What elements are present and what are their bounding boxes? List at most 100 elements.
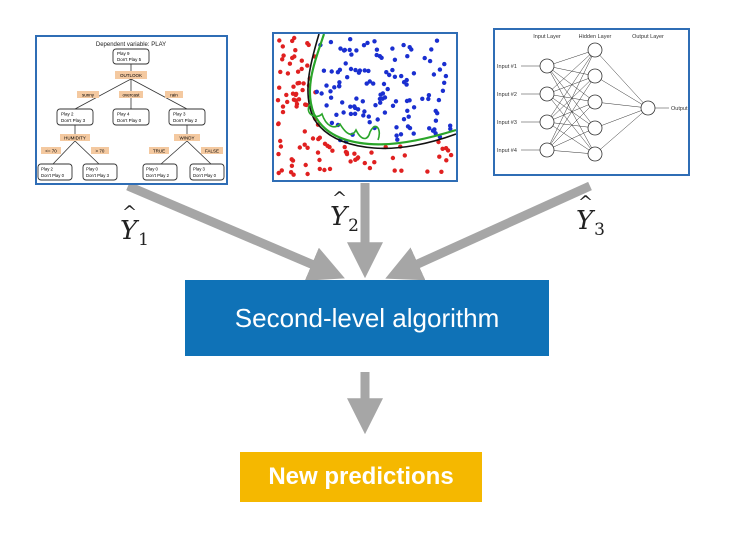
blue-point [352, 111, 358, 117]
nn-edge [546, 101, 596, 123]
nn-edge [546, 75, 596, 95]
scatter-points [275, 35, 454, 177]
blue-point [319, 91, 324, 96]
y1-base: Y [120, 216, 138, 246]
nn-input-node-3 [539, 114, 555, 130]
blue-point [404, 98, 410, 104]
nn-edge [546, 65, 596, 155]
red-point [303, 162, 308, 168]
blue-point [390, 103, 396, 109]
nn-input-node-2 [539, 86, 555, 102]
blue-point [398, 132, 404, 137]
red-point [305, 171, 310, 177]
red-point [372, 160, 377, 165]
red-point [367, 165, 373, 171]
blue-point [390, 46, 395, 51]
red-point [276, 170, 281, 176]
blue-point [367, 120, 372, 125]
blue-point [341, 110, 346, 115]
red-point [276, 151, 281, 157]
nn-output-label: Output [671, 106, 688, 112]
blue-point [442, 61, 447, 67]
blue-point [385, 86, 390, 92]
nn-input-3-label: Input #3 [497, 120, 517, 126]
blue-point [380, 91, 386, 96]
blue-point [372, 39, 377, 44]
red-point [281, 53, 286, 58]
nn-edge [546, 121, 596, 129]
nn-edge [546, 75, 596, 123]
tree-root-line2: Don't Play 5 [117, 57, 142, 62]
blue-point [338, 46, 343, 51]
red-point [300, 87, 305, 93]
blue-point [379, 55, 384, 60]
red-point [317, 166, 322, 172]
nn-hidden-node-1 [587, 42, 603, 58]
blue-point [324, 83, 329, 88]
blue-point [384, 70, 389, 75]
nn-edge [546, 121, 596, 155]
tree-branch-gt70 [91, 147, 109, 154]
red-point [277, 38, 282, 43]
tree-split-humidity [60, 134, 90, 141]
red-point [310, 136, 316, 141]
blue-point [387, 72, 392, 78]
blue-point [348, 37, 353, 42]
blue-point [409, 47, 414, 52]
blue-point [411, 71, 417, 76]
nn-nodes [539, 42, 656, 162]
red-point [291, 97, 297, 102]
red-point [289, 163, 295, 168]
blue-point [348, 66, 354, 72]
red-point [344, 151, 350, 157]
red-point [392, 168, 397, 173]
nn-input-4-label: Input #4 [497, 148, 517, 154]
blue-point [427, 126, 432, 131]
blue-point [343, 61, 348, 66]
blue-point [433, 131, 438, 136]
blue-point [348, 104, 353, 109]
red-point [305, 41, 310, 46]
hat-3: ^ [578, 192, 594, 213]
tree-branch-true [149, 147, 169, 154]
arrow-y1 [126, 181, 345, 281]
red-point [291, 84, 296, 89]
red-point [292, 35, 297, 41]
tree-root-node [112, 48, 150, 65]
blue-point [352, 104, 357, 109]
blue-point [361, 43, 367, 48]
blue-point [329, 120, 335, 126]
blue-point [329, 69, 334, 74]
nn-hidden-node-2 [587, 68, 603, 84]
red-point [402, 153, 407, 158]
tree-branch-sunny [77, 91, 99, 98]
red-point [295, 81, 300, 86]
tree-leaf-4-l1: Play 3 [193, 167, 206, 172]
nn-edge [546, 127, 596, 151]
red-point [278, 144, 284, 149]
red-point [278, 69, 283, 75]
tree-leaf-2-l2: Don't Play 3 [86, 173, 110, 178]
blue-point [431, 72, 437, 77]
red-point [284, 92, 289, 98]
red-point [288, 170, 294, 175]
nn-output-layer-label: Output Layer [632, 34, 664, 40]
red-point [294, 104, 299, 109]
red-point [279, 168, 284, 173]
blue-point [382, 110, 388, 115]
red-point [302, 129, 307, 134]
blue-point [434, 38, 440, 43]
nn-edge [546, 93, 596, 103]
tree-node-sunny-l1: Play 2 [61, 112, 74, 117]
blue-point [426, 96, 431, 102]
blue-point [340, 100, 345, 105]
red-point [399, 168, 404, 173]
tree-branch-sunny-label: sunny [82, 93, 95, 98]
blue-point [365, 40, 370, 46]
blue-point [394, 125, 399, 130]
red-point [327, 166, 333, 172]
blue-point [395, 137, 400, 142]
nn-edge [594, 49, 649, 109]
red-point [285, 71, 291, 76]
